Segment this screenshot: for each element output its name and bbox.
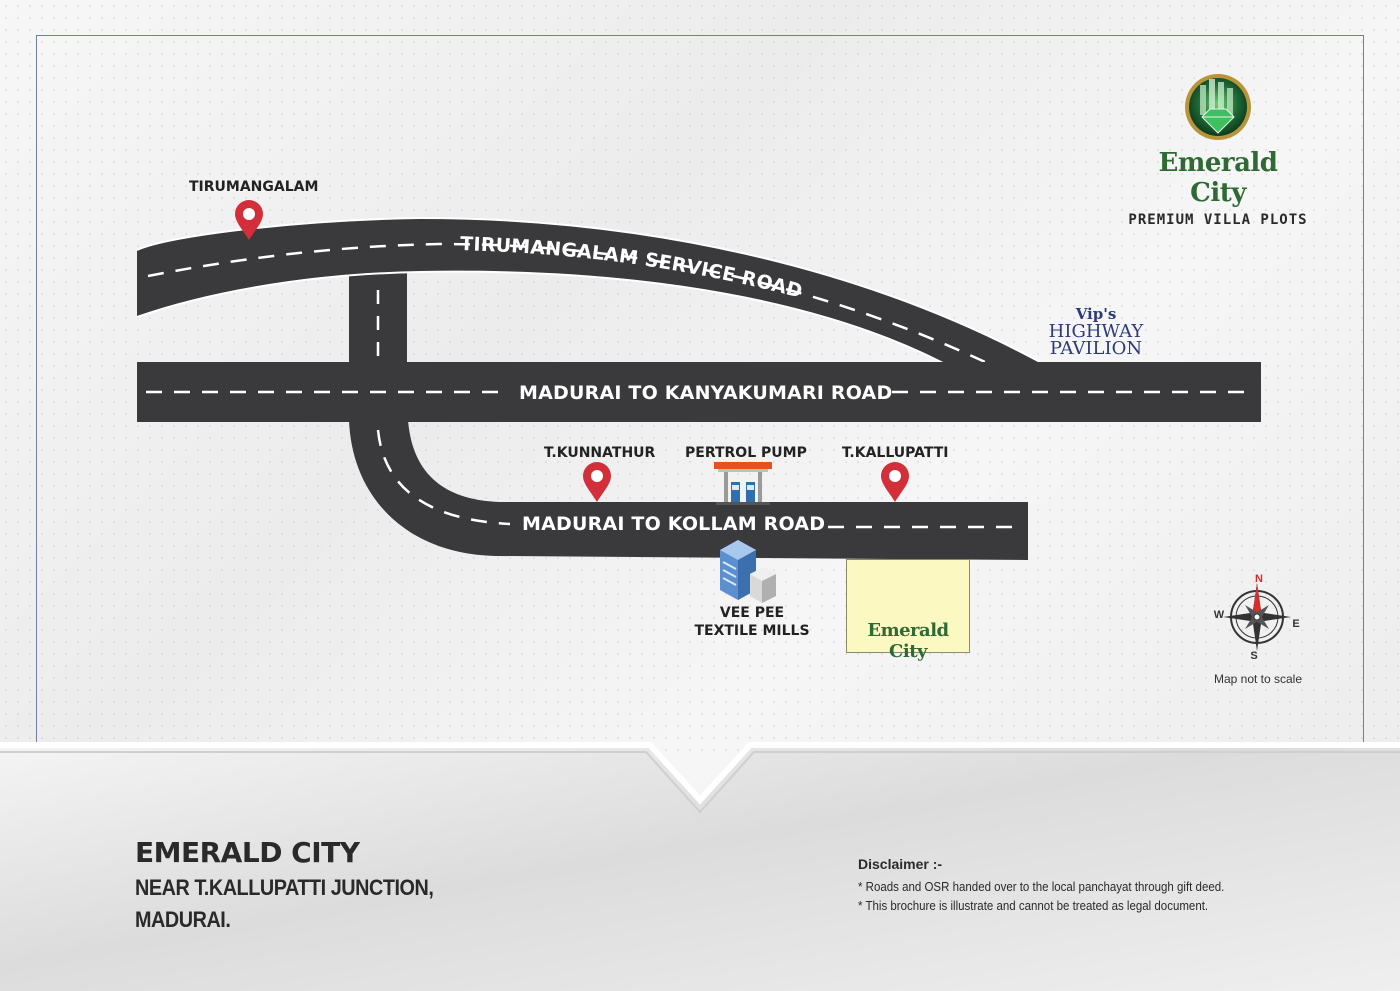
petrol-pump-icon	[714, 462, 772, 505]
label-tirumangalam: TIRUMANGALAM	[189, 179, 318, 195]
vip-highway-pavilion-logo: Vip's HIGHWAY PAVILION	[1040, 305, 1152, 359]
compass-s: S	[1250, 650, 1257, 662]
main-road-label: MADURAI TO KANYAKUMARI ROAD	[519, 382, 892, 404]
compass-w: W	[1214, 609, 1225, 621]
vip-line1: Vip's	[1075, 305, 1117, 323]
brand-emblem-icon	[1185, 74, 1251, 140]
disclaimer-line: * Roads and OSR handed over to the local…	[858, 880, 1225, 894]
pin-kunnathur-icon	[583, 462, 611, 502]
label-kunnathur: T.KUNNATHUR	[544, 445, 656, 461]
service-road: TIRUMANGALAM SERVICE ROAD	[136, 216, 1041, 373]
label-vee-pee: VEE PEE TEXTILE MILLS	[682, 604, 822, 640]
scale-note: Map not to scale	[1213, 672, 1303, 686]
address-title: EMERALD CITY	[135, 836, 360, 869]
address-line2: MADURAI.	[135, 907, 231, 932]
label-petrol-pump: PERTROL PUMP	[685, 445, 807, 461]
pin-tirumangalam-icon	[235, 200, 263, 240]
compass-icon	[1223, 583, 1291, 651]
vee-pee-line2: TEXTILE MILLS	[694, 623, 810, 639]
vip-line2: HIGHWAY	[1048, 321, 1144, 342]
label-kallupatti: T.KALLUPATTI	[842, 445, 949, 461]
bottom-band	[0, 742, 1400, 991]
connector-road	[349, 272, 407, 372]
building-icon	[720, 540, 776, 603]
compass-n: N	[1255, 573, 1263, 585]
kollam-road: MADURAI TO KOLLAM ROAD	[349, 420, 1028, 560]
brand-logo: Emerald City PREMIUM VILLA PLOTS	[1128, 68, 1308, 228]
brand-tagline: PREMIUM VILLA PLOTS	[1128, 212, 1308, 228]
pin-kallupatti-icon	[881, 462, 909, 502]
site-marker: Emerald City	[846, 559, 970, 662]
disclaimer-line: * This brochure is illustrate and cannot…	[858, 899, 1209, 913]
vee-pee-line1: VEE PEE	[719, 605, 785, 621]
brand-name: Emerald City	[1158, 148, 1278, 208]
address-block: EMERALD CITY NEAR T.KALLUPATTI JUNCTION,…	[135, 836, 467, 933]
disclaimer-title: Disclaimer :-	[858, 856, 943, 872]
disclaimer-block: Disclaimer :- * Roads and OSR handed ove…	[858, 856, 1278, 918]
map-frame	[36, 35, 1364, 755]
address-line1: NEAR T.KALLUPATTI JUNCTION,	[135, 875, 434, 900]
site-marker-name: Emerald City	[867, 620, 949, 662]
main-road: MADURAI TO KANYAKUMARI ROAD	[137, 362, 1261, 422]
vip-line3: PAVILION	[1049, 338, 1143, 359]
kollam-road-label: MADURAI TO KOLLAM ROAD	[522, 513, 825, 535]
compass-e: E	[1292, 618, 1299, 630]
